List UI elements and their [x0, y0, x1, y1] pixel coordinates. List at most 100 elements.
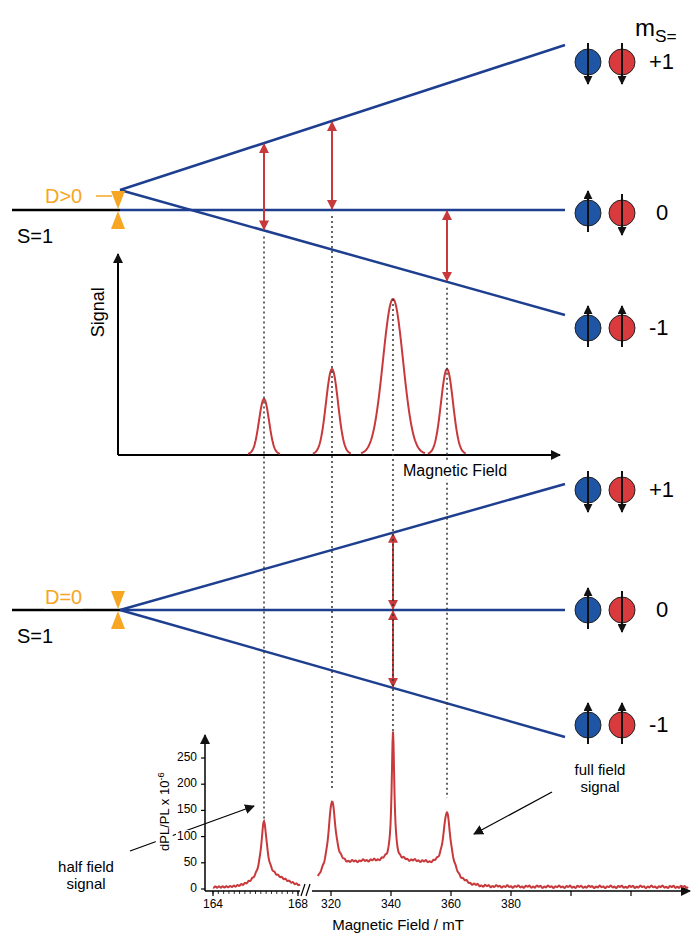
zeeman-level-plus: [120, 484, 565, 610]
label-text: Magnetic Field: [403, 462, 507, 479]
annotation: half field signal: [41, 858, 131, 893]
label-text: S=1: [17, 225, 53, 247]
ms-value: 0: [655, 200, 669, 225]
spin-level-line: [12, 209, 120, 212]
x-tick: [212, 891, 213, 896]
y-tick: [201, 862, 205, 863]
field-axis: [118, 454, 560, 456]
ms-value: -1: [648, 315, 670, 340]
level-header: mS=: [634, 14, 678, 47]
spin-arrow: [587, 43, 589, 84]
splitting-marker: [111, 611, 125, 629]
x-minor-tick: [260, 891, 261, 894]
label-text: full field signal: [575, 761, 626, 795]
guide-line: [331, 216, 333, 790]
x-minor-tick: [239, 891, 240, 894]
label-text: 250: [177, 750, 197, 764]
label-text: 168: [288, 897, 308, 911]
spin-arrow: [587, 588, 589, 629]
tick-label: 150: [176, 803, 198, 817]
label-text: dPL/PL x 10: [157, 781, 172, 851]
x-tick: [570, 891, 571, 896]
zeeman-level-minus: [120, 190, 565, 315]
tick-label: 340: [380, 898, 402, 912]
axis-break: [301, 884, 305, 896]
annotation: full field signal: [555, 761, 645, 796]
x-minor-tick: [213, 891, 214, 894]
label-text: D>0: [45, 185, 82, 207]
axis-break: [306, 884, 310, 896]
tick-label: 100: [176, 830, 198, 844]
x-tick: [450, 891, 451, 896]
spin-arrow: [587, 191, 589, 232]
label-text: -6: [155, 773, 165, 781]
axis-title: Magnetic Field / mT: [331, 916, 465, 933]
spin-arrow: [621, 703, 623, 744]
x-tick: [630, 891, 631, 896]
field-axis-low: [205, 890, 300, 892]
tick-label: 168: [287, 898, 309, 912]
tick-label: 50: [183, 856, 198, 870]
label-text: -1: [649, 315, 669, 340]
transition-arrow: [263, 144, 265, 229]
label-text: 360: [441, 897, 461, 911]
x-tick: [330, 891, 331, 896]
label-text: 320: [321, 897, 341, 911]
spin-label: S=1: [16, 625, 54, 648]
spin-arrow: [621, 471, 623, 512]
x-minor-tick: [228, 891, 229, 894]
x-minor-tick: [292, 891, 293, 894]
label-text: 100: [177, 829, 197, 843]
spectrum-curve: [213, 821, 300, 888]
ms-value: -1: [648, 712, 670, 737]
label-text: S=: [655, 25, 677, 45]
x-minor-tick: [223, 891, 224, 894]
label-text: Magnetic Field / mT: [332, 916, 464, 933]
label-text: 380: [501, 897, 521, 911]
spin-arrow: [587, 306, 589, 347]
splitting-marker: [111, 211, 125, 229]
splitting-marker: [111, 191, 125, 209]
y-tick: [201, 836, 205, 837]
label-text: 0: [190, 881, 197, 895]
axis-title: Magnetic Field: [402, 462, 508, 480]
signal-axis: [117, 254, 119, 455]
splitting-marker: [111, 591, 125, 609]
y-tick: [201, 784, 205, 785]
tick-label: 320: [320, 898, 342, 912]
transition-arrow: [331, 122, 333, 209]
field-axis-high: [312, 890, 690, 892]
x-minor-tick: [298, 891, 299, 894]
tick-label: 164: [202, 898, 224, 912]
label-text: 0: [656, 597, 668, 622]
label-text: D=0: [45, 586, 82, 608]
x-tick: [510, 891, 511, 896]
label-text: 150: [177, 802, 197, 816]
tick-label: 200: [176, 777, 198, 791]
spin-level-line: [12, 609, 120, 612]
splitting-tick: [96, 195, 112, 197]
tick-label: 0: [189, 882, 198, 896]
guide-line: [392, 299, 394, 733]
x-minor-tick: [234, 891, 235, 894]
tick-label: 380: [500, 898, 522, 912]
transition-arrow: [446, 211, 448, 281]
ms-value: +1: [648, 477, 675, 502]
label-text: +1: [649, 477, 674, 502]
spin-arrow: [587, 703, 589, 744]
zeeman-level-plus: [120, 45, 565, 190]
x-minor-tick: [250, 891, 251, 894]
spin-arrow: [621, 591, 623, 632]
label-text: 340: [381, 897, 401, 911]
x-tick: [297, 891, 298, 896]
signal-peak: [428, 369, 466, 453]
x-tick: [390, 891, 391, 896]
axis-title: dPL/PL x 10-6: [155, 772, 172, 853]
label-text: +1: [649, 49, 674, 74]
label-text: Signal: [88, 287, 108, 337]
x-minor-tick: [255, 891, 256, 894]
tick-label: 250: [176, 751, 198, 765]
zfs-label: D>0: [44, 185, 83, 208]
